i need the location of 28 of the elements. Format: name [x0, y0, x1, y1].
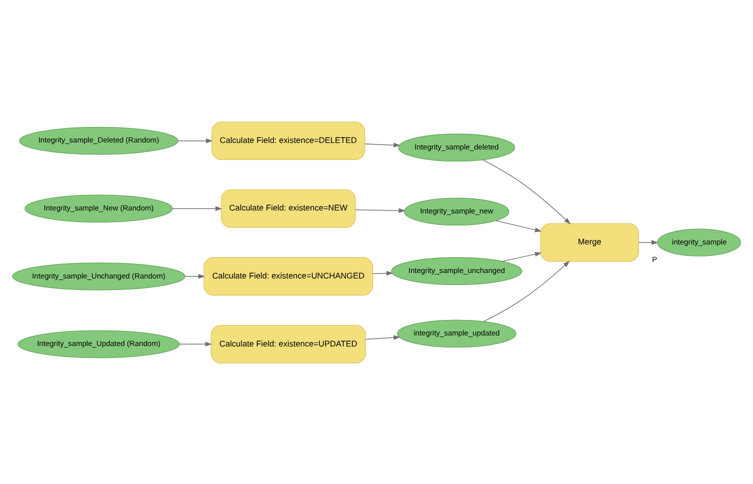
node-box: Calculate Field: existence=DELETED [212, 121, 366, 160]
node-ellipse: Integrity_sample_deleted [398, 133, 516, 162]
node-ellipse: Integrity_sample_Unchanged (Random) [12, 262, 186, 290]
arrow [364, 142, 400, 147]
node-ellipse: integrity_sample_updated [396, 319, 516, 348]
arrow [184, 274, 206, 278]
node-box: Calculate Field: existence=UNCHANGED [204, 256, 374, 296]
arrow [495, 220, 542, 232]
arrow [365, 334, 400, 340]
node-box: Calculate Field: existence=UPDATED [210, 324, 366, 363]
arrow [482, 158, 571, 224]
node-box: Calculate Field: existence=NEW [220, 188, 356, 228]
node-ellipse: Integrity_sample_Deleted (Random) [19, 126, 178, 154]
node-label: P [652, 254, 658, 264]
arrow [172, 206, 222, 210]
arrow [355, 208, 406, 212]
node-ellipse: Integrity_sample_unchanged [391, 256, 522, 285]
arrow [372, 270, 394, 276]
node-ellipse: Integrity_sample_new [404, 197, 510, 226]
node-ellipse: Integrity_sample_New (Random) [24, 194, 173, 222]
node-box: Merge [540, 222, 639, 262]
arrow [502, 251, 542, 262]
arrow [483, 260, 570, 322]
arrow [638, 240, 658, 244]
node-ellipse: integrity_sample [657, 228, 741, 256]
node-ellipse: Integrity_sample_Updated (Random) [18, 330, 180, 358]
arrow [178, 138, 213, 143]
arrow [179, 341, 212, 346]
